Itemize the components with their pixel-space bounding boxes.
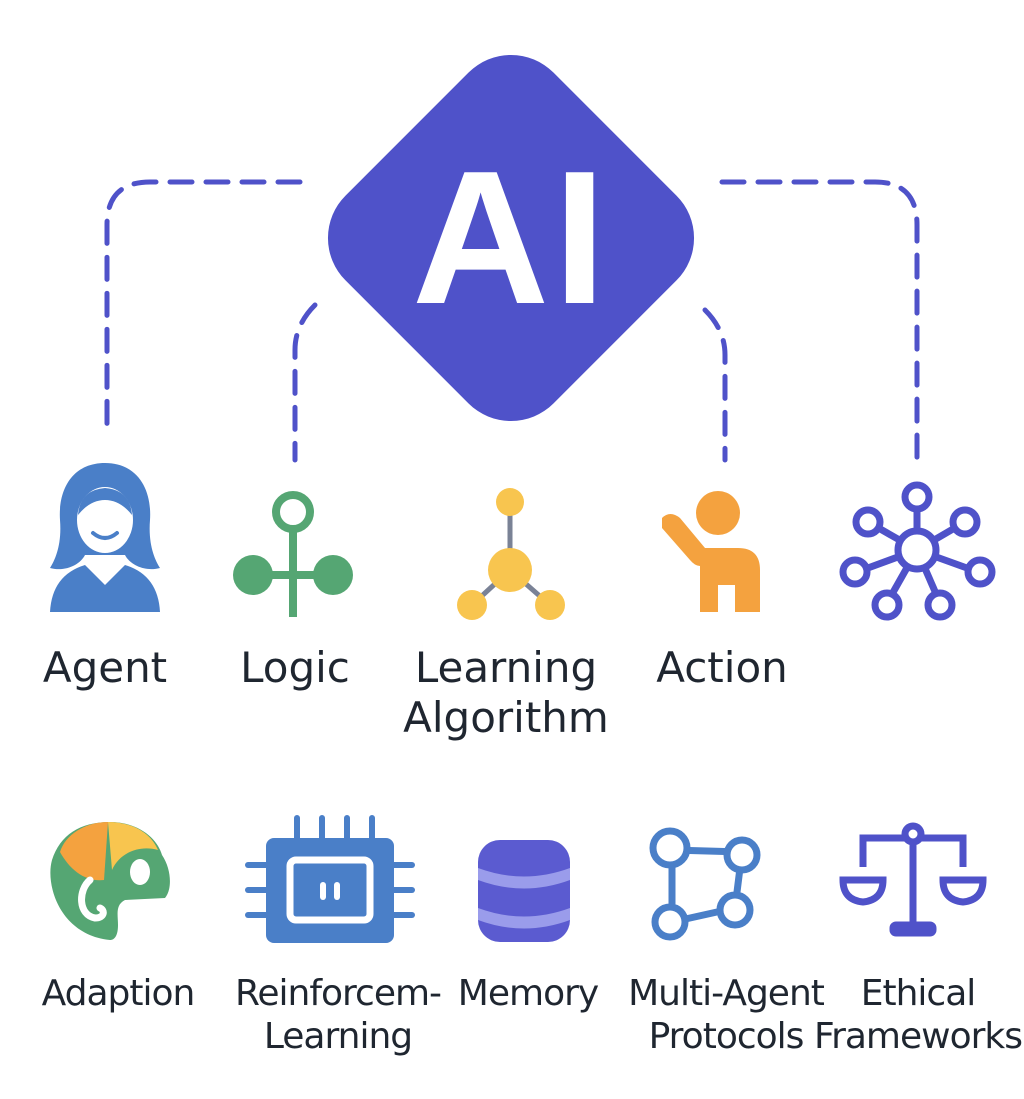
label-ethical-frameworks: Ethical Frameworks [813,972,1023,1058]
database-icon [478,840,570,942]
chameleon-icon [50,822,170,940]
label-action: Action [656,643,788,692]
chip-icon [245,815,415,943]
connected-nodes-icon [649,827,761,941]
label-logic: Logic [240,643,350,692]
connector-logic [292,302,318,463]
label-memory: Memory [457,973,599,1014]
label-line: Frameworks [813,1016,1023,1058]
label-reinforcement-learning: Reinforcem- Learning [234,972,442,1058]
label-learning-algorithm: Learning Algorithm [403,643,609,744]
node-tree-icon [457,488,565,620]
label-agent: Agent [42,643,168,692]
label-line: Multi-Agent [628,973,825,1014]
label-line: Reinforcem- [234,973,442,1014]
scales-icon [839,822,987,937]
node-branch-icon [233,491,353,617]
label-line: Protocols [648,1016,805,1058]
person-headset-icon [50,463,160,612]
connector-action [702,307,728,463]
connector-agent [104,179,303,433]
connector-network [719,179,920,463]
label-adaption: Adaption [41,973,196,1014]
ai-title: AI [412,132,610,344]
person-raising-hand-icon [662,491,760,615]
ai-diamond [327,54,695,422]
label-line: Ethical [860,973,977,1014]
label-line: Algorithm [403,693,609,743]
network-hub-icon [839,481,996,621]
label-multi-agent-protocols: Multi-Agent Protocols [628,972,825,1058]
label-line: Learning [263,1016,413,1058]
label-line: Learning [414,643,598,692]
